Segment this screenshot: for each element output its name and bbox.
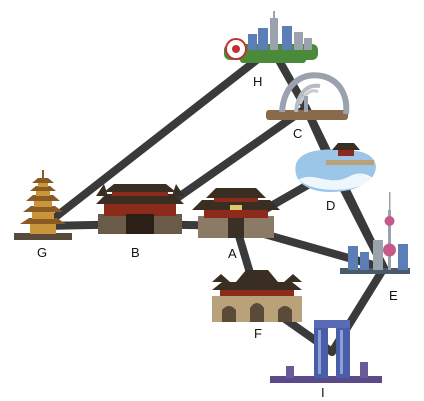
gate-tower-icon — [270, 320, 382, 383]
node-label-h: H — [253, 74, 262, 89]
node-label-e: E — [389, 288, 398, 303]
node-label-i: I — [321, 385, 325, 400]
node-f[interactable]: F — [212, 270, 302, 341]
edge-g-h — [40, 44, 276, 230]
node-i[interactable]: I — [270, 320, 382, 400]
node-label-b: B — [131, 245, 140, 260]
node-e[interactable]: E — [340, 192, 410, 303]
ornate-gate-icon — [96, 184, 184, 234]
node-c[interactable]: C — [266, 72, 350, 141]
archway-gate-icon — [192, 188, 280, 238]
pagoda-icon — [14, 170, 72, 240]
node-d[interactable]: D — [295, 143, 376, 213]
steel-arch-sculpture-icon — [266, 72, 350, 120]
city-wall-tower-icon — [212, 270, 302, 322]
node-b[interactable]: B — [96, 184, 184, 260]
seaside-pavilion-icon — [295, 143, 376, 192]
node-label-g: G — [37, 245, 47, 260]
node-g[interactable]: G — [14, 170, 72, 260]
node-label-a: A — [228, 246, 237, 261]
node-a[interactable]: A — [192, 188, 280, 261]
tv-tower-skyline-icon — [340, 192, 410, 274]
node-h[interactable]: H — [224, 11, 318, 89]
node-label-f: F — [254, 326, 262, 341]
node-label-c: C — [293, 126, 302, 141]
city-skyline-icon — [224, 11, 318, 63]
node-label-d: D — [326, 198, 335, 213]
